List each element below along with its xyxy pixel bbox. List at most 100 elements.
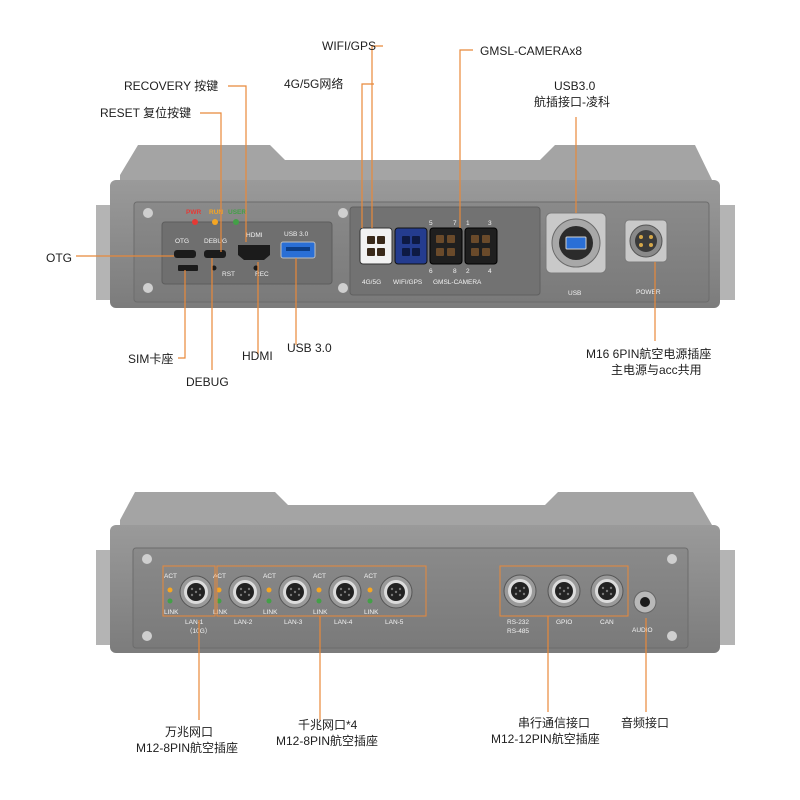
connector-pin [562,589,566,593]
gmsl-num: 7 [453,220,457,227]
top-callout-lines [76,45,656,370]
user-label: USER [228,209,246,216]
act-label: ACT [313,573,326,580]
connector-pin [239,587,243,591]
callout-usb30-title: USB3.0 [554,79,596,93]
run-label: RUN [209,209,223,216]
rec-button [253,265,259,271]
screw [338,283,348,293]
connector-pin [398,587,402,591]
connector-pin [343,590,347,594]
port-gmsl-label: GMSL-CAMERA [433,279,482,286]
callout-reset: RESET 复位按键 [100,105,191,120]
callout-lan10g-line2: M12-8PIN航空插座 [136,740,238,755]
serial-port-1 [503,574,537,608]
connector-pin [297,593,301,597]
hdmi-port [238,245,270,260]
connector-pin [339,587,343,591]
callout-power-line2: 主电源与acc共用 [611,363,702,377]
screw [338,208,348,218]
connector-pin [289,587,293,591]
callout-audio: 音频接口 [621,715,669,730]
callout-hdmi: HDMI [242,349,273,363]
link-label: LINK [313,609,328,616]
act-label: ACT [263,573,276,580]
serial-port-2 [547,574,581,608]
serial-highlight [499,565,629,617]
debug-panel-label: DEBUG [204,238,227,245]
link-led [316,598,322,604]
act-label: ACT [213,573,226,580]
otg-port [174,250,196,258]
lan-port-1 [179,575,213,609]
lan10g-highlight [162,565,216,617]
lan-port-label: LAN-3 [284,619,303,626]
connector-pin [390,587,394,591]
can-label: CAN [600,619,614,626]
connector-pin [609,592,613,596]
callout-lan1g-line1: 千兆网口*4 [298,718,358,732]
connector-pin [347,593,351,597]
lan-ports: ACTLINKLAN-1ACTLINKLAN-2ACTLINKLAN-3ACTL… [164,573,413,635]
connector-pin [194,590,198,594]
connector-pin [289,593,293,597]
connector-pin [243,590,247,594]
connector-pin [522,586,526,590]
connector-pin [198,587,202,591]
rst-panel-label: RST [222,271,235,278]
act-label: ACT [364,573,377,580]
callout-otg: OTG [46,251,72,265]
rec-panel-label: REC [255,271,269,278]
screw [667,554,677,564]
top-device: PWR RUN USER OTG DEBUG HDMI USB 3.0 RST … [96,145,735,308]
connector-pin [239,593,243,597]
callout-gmsl-camera: GMSL-CAMERAx8 [480,44,582,58]
link-led [167,598,173,604]
connector-pin [605,589,609,593]
rs485-label: RS-485 [507,628,529,635]
connector-pin [601,586,605,590]
lan1g-highlight [216,565,427,617]
bottom-callout-lines [198,616,647,720]
gmsl-num: 4 [488,268,492,275]
callout-debug: DEBUG [186,375,229,389]
connector-pin [198,593,202,597]
sim-slot [178,265,198,271]
connector-pin [522,592,526,596]
connector-pin [297,587,301,591]
lan-port-label: LAN-1 [185,619,204,626]
callout-usb-3-0: USB 3.0 [287,341,332,355]
act-led [316,587,322,593]
lan-port-label: LAN-4 [334,619,353,626]
screw [667,631,677,641]
callout-lan10g-line1: 万兆网口 [165,725,213,739]
lan-port-label: LAN-5 [385,619,404,626]
connector-pin [609,586,613,590]
act-led [216,587,222,593]
callout-sim: SIM卡座 [128,351,173,366]
connector-pin [190,593,194,597]
connector-pin [558,592,562,596]
connector-pin [347,587,351,591]
gmsl-num: 3 [488,220,492,227]
connector-pin [558,586,562,590]
act-led [367,587,373,593]
gmsl-num: 8 [453,268,457,275]
pwr-label: PWR [186,209,201,216]
otg-panel-label: OTG [175,238,189,245]
port-wifi-gps [394,227,428,265]
link-led [266,598,272,604]
screw [143,208,153,218]
lan-port-label: LAN-2 [234,619,253,626]
port-4g5g-label: 4G/5G [362,279,381,286]
rst-button [211,265,217,271]
link-led [216,598,222,604]
connector-pin [390,593,394,597]
audio-panel-label: AUDIO [632,627,653,634]
connector-pin [518,589,522,593]
usb-panel-label: USB [568,290,581,297]
act-label: ACT [164,573,177,580]
gmsl-num: 1 [466,220,470,227]
